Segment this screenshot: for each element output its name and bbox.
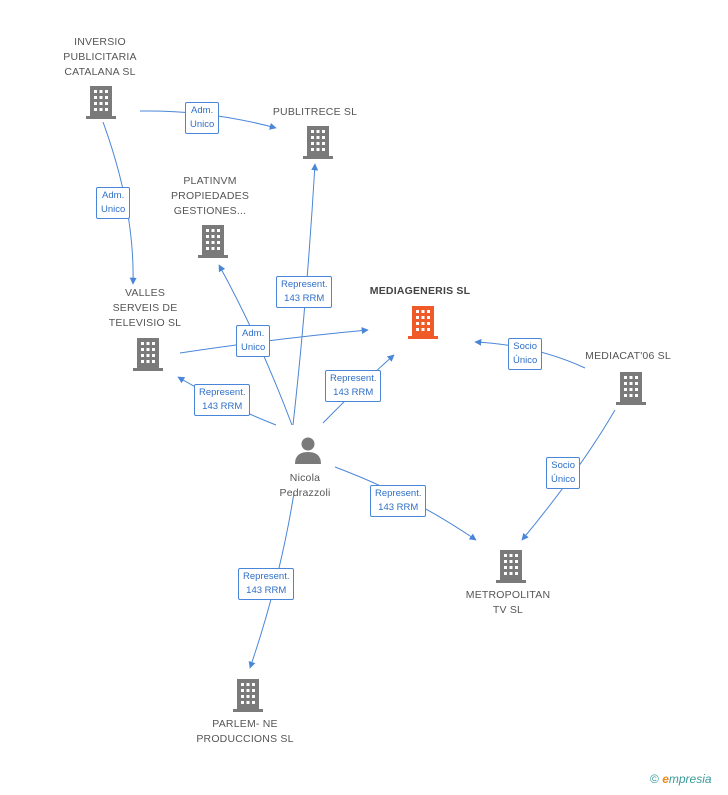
copyright-icon: © (650, 772, 659, 786)
edge-label: Adm. Unico (185, 102, 220, 134)
node-label-publitrece[interactable]: PUBLITRECE SL (272, 106, 358, 118)
node-label-nicola[interactable]: Nicola Pedrazzoli (279, 472, 331, 499)
building-icon (198, 225, 228, 258)
edge-label: Adm. Unico (96, 187, 131, 219)
brand-logo-e: e (662, 772, 669, 786)
edge-label: Represent. 143 RRM (325, 370, 382, 402)
edge-label: Represent. 143 RRM (194, 384, 251, 416)
edge-label: Represent. 143 RRM (370, 485, 427, 517)
edge-label: Socio Único (508, 338, 543, 370)
building-icon (496, 550, 526, 583)
building-icon (86, 86, 116, 119)
edge-label: Socio Único (546, 457, 581, 489)
person-icon (295, 437, 321, 464)
building-icon-focus (408, 306, 438, 339)
node-label-inversio[interactable]: INVERSIO PUBLICITARIA CATALANA SL (63, 36, 137, 78)
node-label-mediacat[interactable]: MEDIACAT'06 SL (585, 350, 671, 362)
building-icon (233, 679, 263, 712)
building-icon (616, 372, 646, 405)
building-icon (303, 126, 333, 159)
edge-label: Adm. Unico (236, 325, 271, 357)
edge-label: Represent. 143 RRM (276, 276, 333, 308)
node-label-mediageneris[interactable]: MEDIAGENERIS SL (369, 285, 471, 297)
node-label-platinvm[interactable]: PLATINVM PROPIEDADES GESTIONES... (170, 175, 250, 217)
footer-watermark: © empresia (650, 772, 712, 786)
edge-valles-mediageneris (179, 327, 369, 354)
brand-name: mpresia (668, 772, 712, 786)
node-label-valles[interactable]: VALLES SERVEIS DE TELEVISIO SL (108, 287, 182, 329)
node-label-parlem[interactable]: PARLEM- NE PRODUCCIONS SL (196, 718, 294, 745)
edge-label: Represent. 143 RRM (238, 568, 295, 600)
node-label-metropolitan[interactable]: METROPOLITAN TV SL (465, 589, 551, 616)
building-icon (133, 338, 163, 371)
